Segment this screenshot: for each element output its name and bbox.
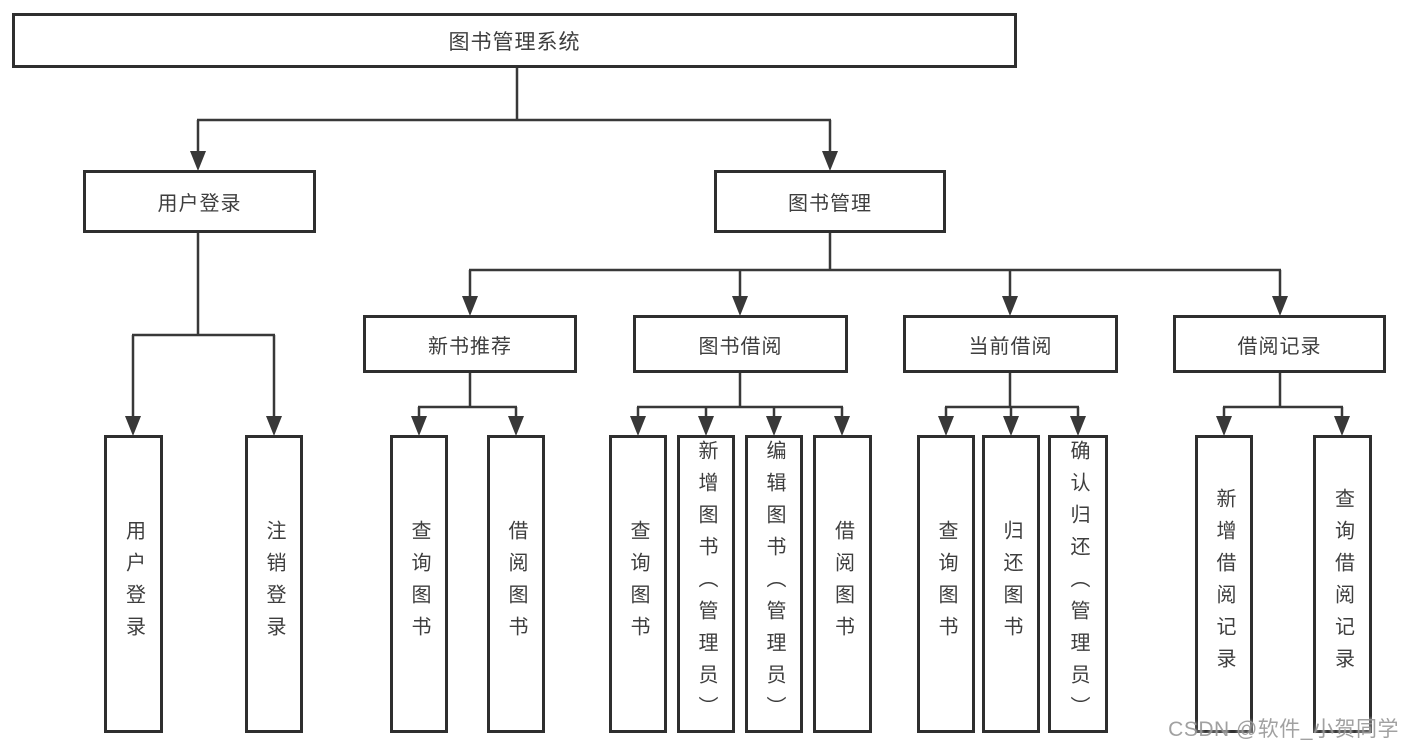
leaf-add-borrowing-record: 新增借阅记录 (1195, 435, 1253, 733)
node-label: 借阅记录 (1237, 335, 1322, 358)
node-label: 新书推荐 (428, 335, 512, 358)
node-label: 归还图书 (1000, 520, 1022, 648)
node-label: 图书管理系统 (448, 30, 581, 54)
node-label: 用户登录 (122, 520, 145, 648)
leaf-query-books-under-borrowing: 查询图书 (609, 435, 667, 733)
leaf-user-login: 用户登录 (104, 435, 163, 733)
node-current-borrowing: 当前借阅 (903, 315, 1118, 373)
node-label: 编辑图书（管理员） (763, 440, 785, 728)
node-label: 图书管理 (788, 193, 872, 215)
node-label: 查询图书 (935, 520, 957, 648)
leaf-query-books-under-recommendation: 查询图书 (390, 435, 448, 733)
node-label: 借阅图书 (831, 520, 854, 648)
node-new-book-recommendation: 新书推荐 (363, 315, 577, 373)
node-label: 注销登录 (263, 520, 285, 648)
leaf-query-books-under-current: 查询图书 (917, 435, 975, 733)
leaf-borrow-books-under-borrowing: 借阅图书 (813, 435, 872, 733)
node-label: 借阅图书 (505, 520, 527, 648)
node-label: 用户登录 (157, 193, 242, 215)
node-label: 当前借阅 (968, 335, 1053, 358)
node-label: 新增图书（管理员） (695, 440, 717, 728)
node-label: 图书借阅 (698, 335, 783, 358)
node-book-management: 图书管理 (714, 170, 946, 233)
node-book-borrowing: 图书借阅 (633, 315, 848, 373)
arrowheads (125, 151, 1350, 436)
csdn-watermark: CSDN @软件_小贺同学 (1168, 718, 1399, 741)
node-user-login: 用户登录 (83, 170, 316, 233)
node-borrowing-records: 借阅记录 (1173, 315, 1386, 373)
leaf-logout: 注销登录 (245, 435, 303, 733)
leaf-add-books-admin: 新增图书（管理员） (677, 435, 735, 733)
node-label: 新增借阅记录 (1213, 488, 1235, 680)
node-label: 查询图书 (408, 520, 430, 648)
leaf-borrow-books-under-recommendation: 借阅图书 (487, 435, 545, 733)
node-library-management-system: 图书管理系统 (12, 13, 1017, 68)
node-label: 查询借阅记录 (1331, 488, 1354, 680)
node-label: 查询图书 (627, 520, 649, 648)
leaf-query-borrowing-record: 查询借阅记录 (1313, 435, 1372, 733)
leaf-return-books: 归还图书 (982, 435, 1040, 733)
node-label: 确认归还（管理员） (1067, 440, 1089, 728)
leaf-edit-books-admin: 编辑图书（管理员） (745, 435, 803, 733)
leaf-confirm-return-admin: 确认归还（管理员） (1048, 435, 1108, 733)
